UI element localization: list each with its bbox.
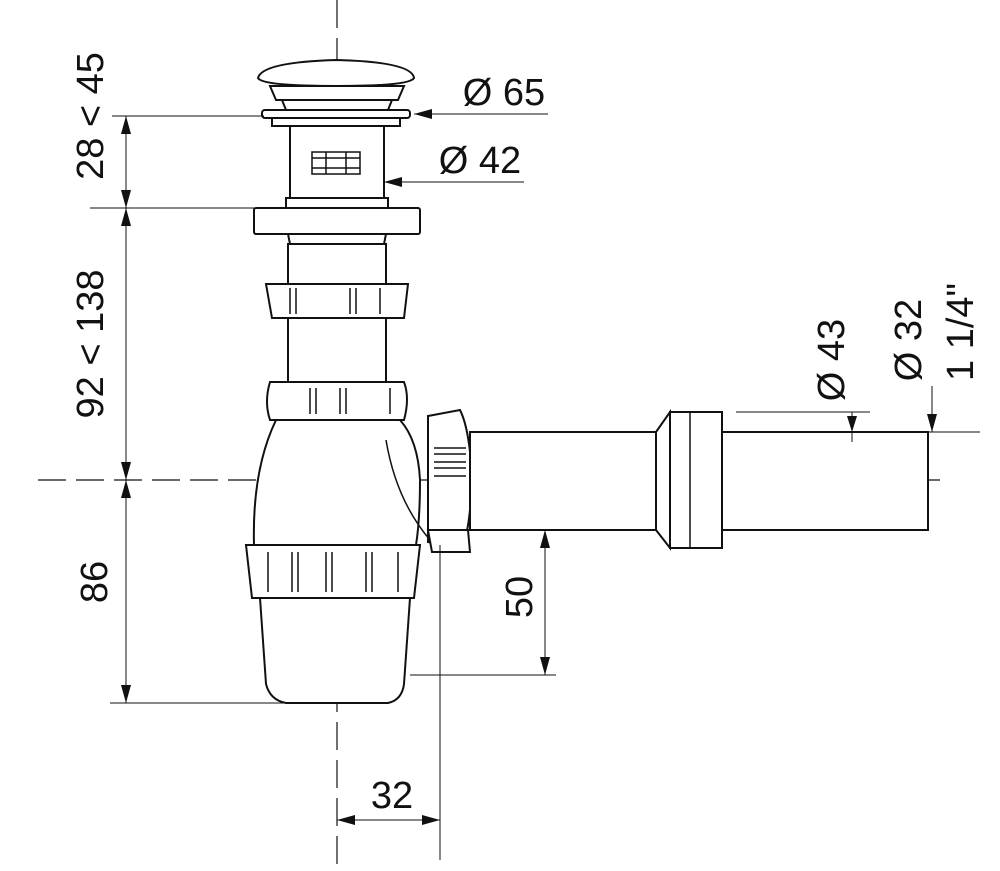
trap-top-nut [266,381,408,421]
dimension-label-32-horizontal: 32 [371,775,413,817]
dimension-label-86: 86 [74,561,116,603]
dimension-label-diameter-42: Ø 42 [439,140,521,182]
dimension-86 [121,480,131,703]
pop-up-cap [256,58,416,127]
dimension-50 [540,530,550,675]
leader-diameter-42 [384,177,524,187]
pop-up-body [285,125,389,209]
dimension-label-diameter-65: Ø 65 [463,72,545,114]
outlet-pipe [469,408,929,551]
dimension-label-92-138: 92 < 138 [70,270,112,419]
extension-lines [90,115,980,860]
trap-body [252,419,431,546]
basin-flange [253,207,421,245]
dimension-32-horizontal [337,815,440,825]
dimension-label-50: 50 [499,576,541,618]
leader-diameter-32 [927,386,937,432]
dimension-28-45 [121,116,131,208]
dimension-92-138 [121,208,131,480]
leader-diameter-65 [414,109,548,119]
dimension-label-28-45: 28 < 45 [70,52,112,180]
dimension-label-thread-size: 1 1/4" [940,283,982,381]
dimension-label-diameter-43: Ø 43 [811,319,853,401]
trap-cup [258,597,412,704]
trap-lower-ring [244,544,422,599]
dimension-label-diameter-32: Ø 32 [888,299,930,381]
outlet-nut [426,408,474,553]
upper-tube [264,243,410,383]
leader-diameter-43 [847,412,857,442]
